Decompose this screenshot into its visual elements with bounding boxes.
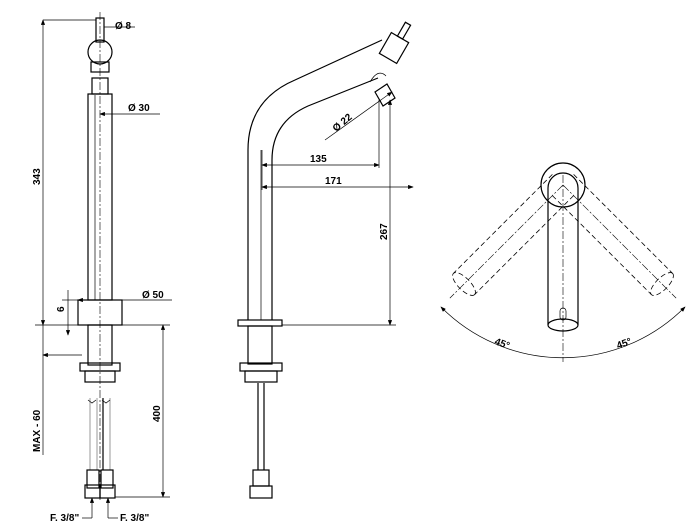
spout-diameter-label: Ø 30	[128, 103, 150, 114]
reach-to-outlet-label: 135	[310, 154, 327, 165]
handle-pin-diameter-label: Ø 8	[115, 21, 132, 32]
swivel-left-label: 45°	[493, 336, 511, 352]
fixing-nut	[84, 370, 116, 383]
handle-knob	[87, 39, 113, 65]
base-diameter-label: Ø 50	[142, 290, 164, 301]
spout-outer	[247, 39, 383, 320]
swivel-left-position	[449, 174, 574, 299]
side-view: 135 171 267 Ø 22	[237, 21, 414, 499]
handle-pin	[95, 17, 105, 43]
base-thickness-label: 6	[56, 306, 67, 312]
swivel-right-position	[552, 174, 677, 299]
front-view: 343 Ø 8 Ø 30 6 Ø 50 MAX - 60 400 F. 3/8"…	[32, 12, 172, 524]
reach-total-label: 171	[325, 176, 342, 187]
hose-length-label: 400	[152, 405, 163, 422]
spout-inner	[271, 77, 379, 320]
outlet-diameter-label: Ø 22	[331, 112, 355, 135]
swivel-right-label: 45°	[615, 336, 633, 352]
hose-connection-left-label: F. 3/8"	[50, 513, 79, 524]
top-view: 45° 45°	[440, 162, 686, 362]
side-aerator	[374, 83, 396, 107]
hose-connection-right-label: F. 3/8"	[120, 513, 149, 524]
swivel-arc	[440, 306, 686, 359]
total-height-label: 343	[32, 168, 43, 185]
outlet-height-label: 267	[379, 223, 390, 240]
side-handle	[378, 21, 412, 65]
max-deck-thickness-label: MAX - 60	[32, 409, 43, 452]
